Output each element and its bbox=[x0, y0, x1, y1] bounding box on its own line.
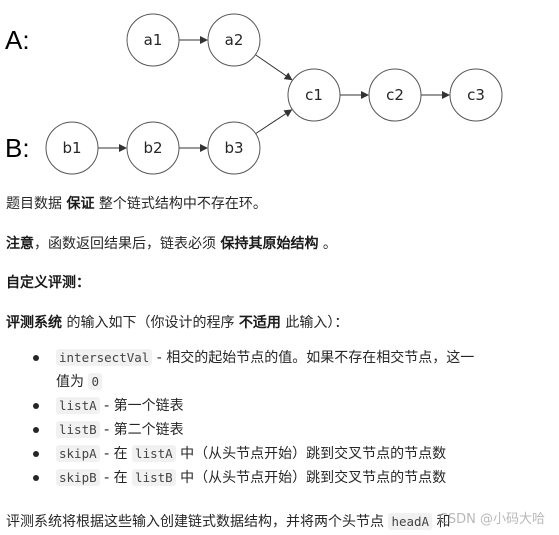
node-label: c2 bbox=[386, 86, 404, 104]
heading-custom-judge: 自定义评测： bbox=[6, 275, 90, 291]
node-label: a1 bbox=[144, 31, 163, 49]
node-a2: a2 bbox=[207, 13, 261, 67]
node-c1: c1 bbox=[287, 68, 341, 122]
input-param-list: intersectVal - 相交的起始节点的值。如果不存在相交节点，这一 值为… bbox=[0, 346, 474, 490]
list-item-continuation: 值为 0 bbox=[0, 370, 474, 394]
paragraph-judge-input: 评测系统 的输入如下（你设计的程序 不适用 此输入）： bbox=[6, 315, 349, 331]
edge-a2-c1 bbox=[255, 54, 293, 81]
node-label: c3 bbox=[467, 86, 485, 104]
node-label: b1 bbox=[62, 139, 81, 157]
watermark: CSDN @小码大哈 bbox=[438, 512, 545, 527]
node-c3: c3 bbox=[449, 68, 503, 122]
node-label: b3 bbox=[224, 139, 243, 157]
node-c2: c2 bbox=[368, 68, 422, 122]
list-item: skipA - 在 listA 中（从头节点开始）跳到交叉节点的节点数 bbox=[0, 442, 474, 466]
list-a-label: A: bbox=[5, 25, 30, 55]
node-label: b2 bbox=[143, 139, 162, 157]
list-item: listA - 第一个链表 bbox=[0, 394, 474, 418]
node-a1: a1 bbox=[126, 13, 180, 67]
linked-list-diagram: a1 a2 b1 b2 b3 c1 c2 c3 A: B: bbox=[5, 13, 503, 175]
list-item: skipB - 在 listB 中（从头节点开始）跳到交叉节点的节点数 bbox=[0, 466, 474, 490]
node-b2: b2 bbox=[126, 121, 180, 175]
paragraph-no-cycle: 题目数据 保证 整个链式结构中不存在环。 bbox=[6, 196, 267, 212]
list-b-label: B: bbox=[5, 133, 30, 163]
node-label: c1 bbox=[305, 86, 323, 104]
node-b1: b1 bbox=[45, 121, 99, 175]
edge-b3-c1 bbox=[255, 109, 293, 135]
paragraph-judge-build: 评测系统将根据这些输入创建链式数据结构，并将两个头节点 headA 和 bbox=[6, 513, 451, 530]
node-label: a2 bbox=[225, 31, 244, 49]
list-item: intersectVal - 相交的起始节点的值。如果不存在相交节点，这一 bbox=[0, 346, 474, 370]
list-item: listB - 第二个链表 bbox=[0, 418, 474, 442]
node-b3: b3 bbox=[207, 121, 261, 175]
paragraph-note: 注意，函数返回结果后，链表必须 保持其原始结构 。 bbox=[6, 236, 337, 252]
